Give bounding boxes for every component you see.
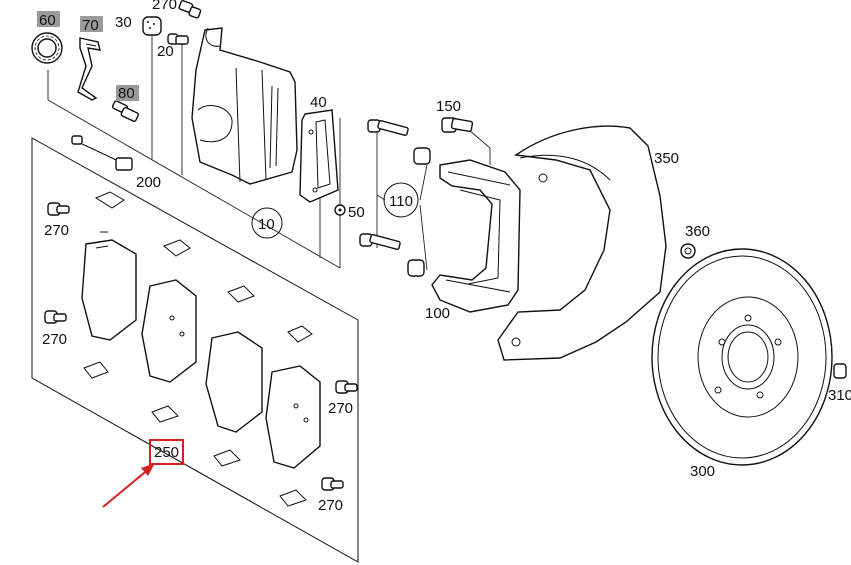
brake-disc-part — [651, 248, 833, 466]
callout-250: 250 — [154, 444, 179, 461]
screw-50-part — [334, 204, 346, 216]
pad-bolts-part — [44, 202, 358, 491]
callout-350: 350 — [654, 150, 679, 167]
callout-200: 200 — [136, 174, 161, 191]
dust-shield-part — [497, 125, 667, 361]
callout-20: 20 — [157, 43, 174, 60]
bolt-150-part — [441, 117, 474, 133]
tag-70-background — [80, 16, 103, 32]
callout-310: 310 — [828, 387, 851, 404]
callout-270-b: 270 — [42, 331, 67, 348]
leader-lines — [47, 30, 650, 271]
spring-clip-part — [77, 37, 101, 101]
highlight-arrow-head — [141, 463, 155, 476]
tag-60-background — [37, 11, 60, 27]
callout-70: 70 — [82, 17, 99, 34]
callout-110-circle — [383, 182, 419, 218]
callout-270-a: 270 — [44, 222, 69, 239]
highlight-box — [149, 439, 184, 465]
screw-310-part — [833, 363, 847, 379]
callout-270-d: 270 — [318, 497, 343, 514]
backing-plate-part — [299, 109, 339, 203]
callout-50: 50 — [348, 204, 365, 221]
callout-360: 360 — [685, 223, 710, 240]
callout-270-top: 270 — [152, 0, 177, 13]
wear-sensor-part — [71, 135, 133, 171]
callout-270-c: 270 — [328, 400, 353, 417]
brake-pads-part — [81, 231, 321, 469]
pad-clips-part — [83, 191, 313, 507]
callout-40: 40 — [310, 94, 327, 111]
bolt-80-part — [111, 100, 139, 122]
bolt-270-top-part — [178, 0, 202, 19]
callout-30: 30 — [115, 14, 132, 31]
callout-150: 150 — [436, 98, 461, 115]
bleed-screw-part — [167, 33, 189, 45]
callout-300: 300 — [690, 463, 715, 480]
highlight-arrow-line — [102, 467, 151, 508]
callout-60: 60 — [39, 12, 56, 29]
callout-80: 80 — [118, 85, 135, 102]
screw-360-part — [680, 243, 696, 259]
callout-10: 10 — [258, 216, 275, 233]
callout-110: 110 — [389, 193, 413, 210]
tag-80-background — [116, 85, 139, 101]
pad-kit-panel — [31, 137, 359, 563]
callout-100: 100 — [425, 305, 450, 322]
caliper-housing-part — [191, 27, 298, 185]
seal-ring-part — [31, 32, 63, 64]
guide-pins-part — [359, 119, 431, 277]
caliper-carrier-part — [431, 159, 521, 313]
callout-10-circle — [251, 207, 283, 239]
cap-part — [142, 16, 162, 36]
